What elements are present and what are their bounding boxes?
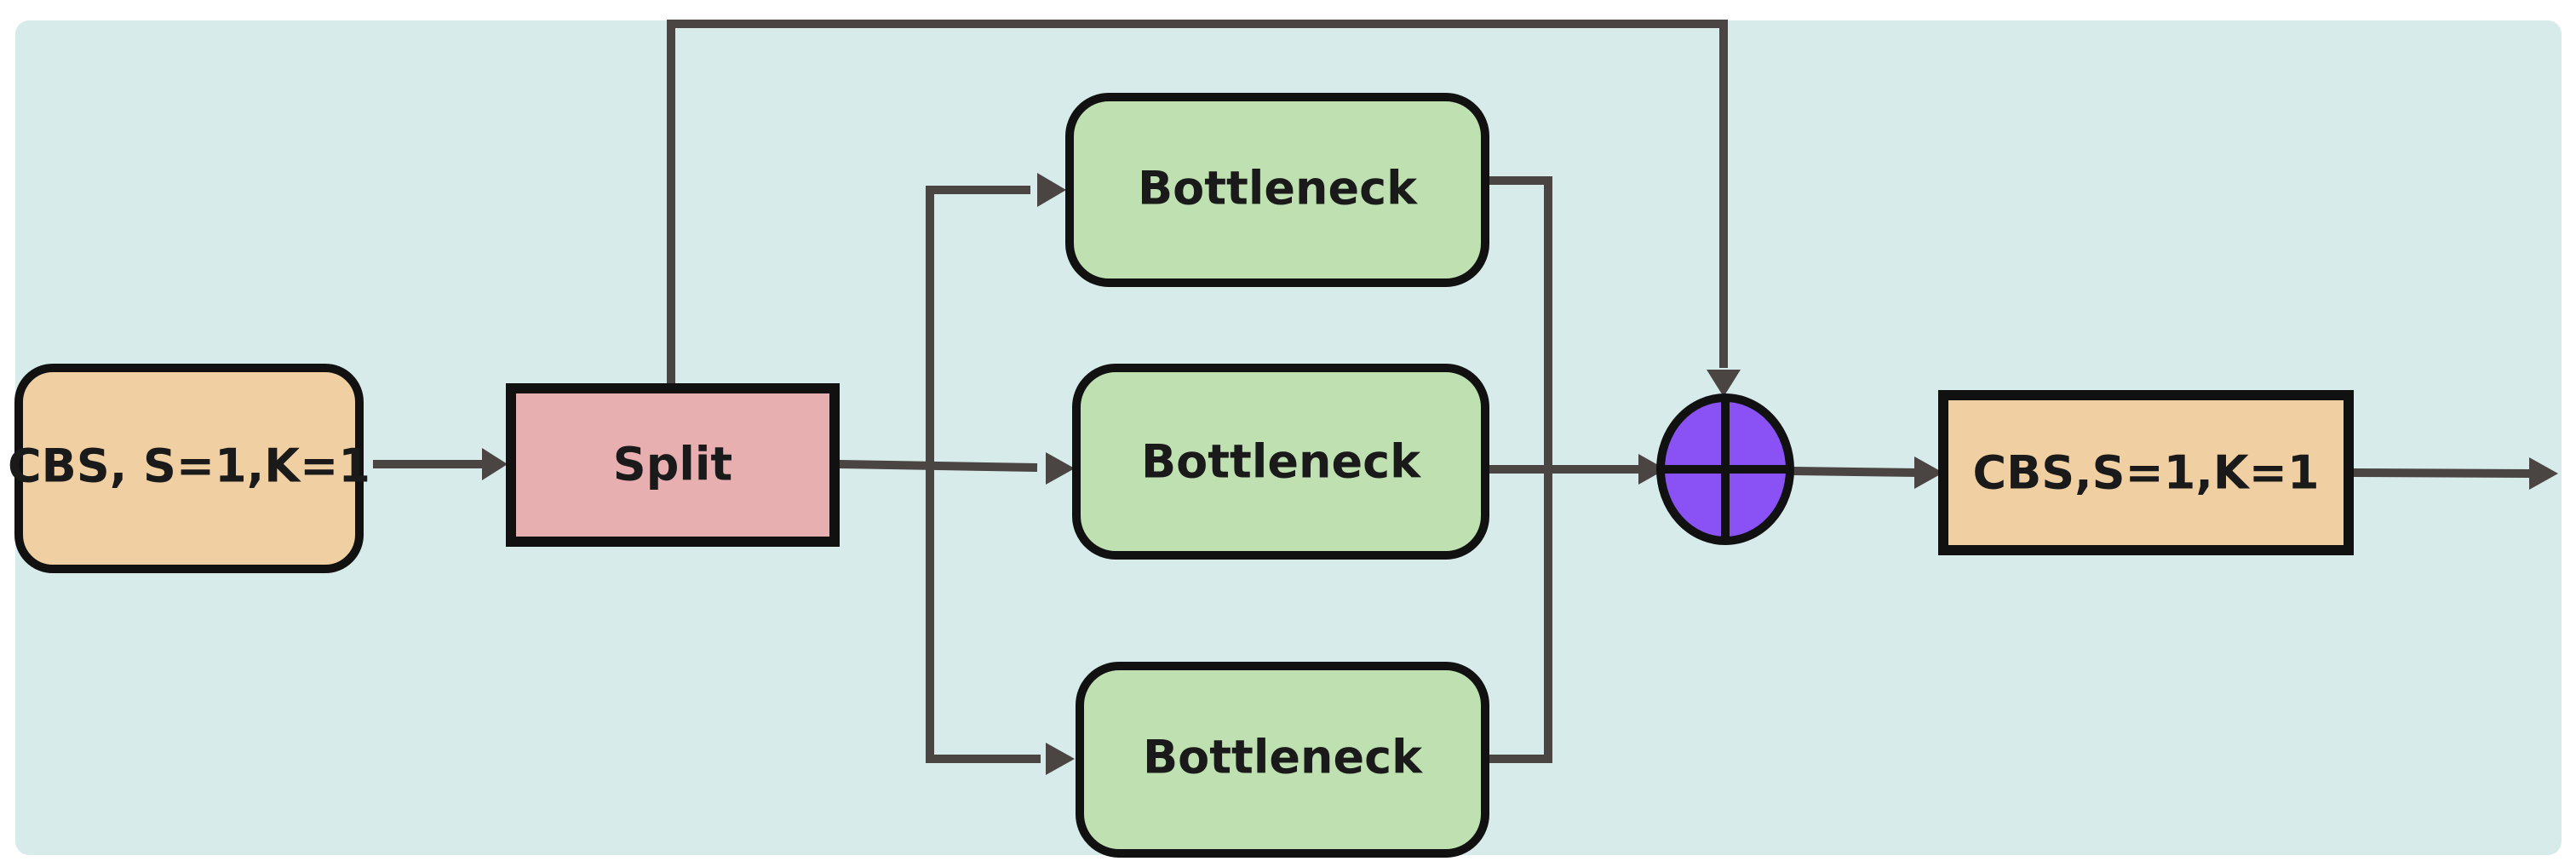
edge-add-to-cbs-out — [1793, 467, 1919, 477]
node-bottleneck-mid: Bottleneck — [1072, 364, 1489, 560]
cbs-out-label: CBS,S=1,K=1 — [1972, 446, 2319, 500]
node-bottleneck-top: Bottleneck — [1065, 93, 1489, 287]
edge-cbs-out-output — [2353, 468, 2532, 478]
node-split: Split — [506, 383, 840, 547]
edge-split-to-bottleneck-mid — [838, 460, 1038, 472]
arrowhead-bottleneck-mid-in — [1046, 452, 1075, 485]
arrowhead-cbs-out-in — [1914, 456, 1943, 489]
arrowhead-output — [2529, 457, 2558, 490]
split-label: Split — [613, 438, 732, 491]
arrowhead-bottleneck-bot-in — [1046, 743, 1075, 775]
bottleneck-bot-label: Bottleneck — [1143, 731, 1423, 784]
node-bottleneck-bot: Bottleneck — [1076, 662, 1489, 858]
edge-split-skip — [667, 20, 1728, 385]
node-cbs-in: CBS, S=1,K=1 — [8, 364, 370, 573]
connectors — [373, 20, 2558, 775]
edge-split-branch-top — [926, 186, 1030, 464]
edge-split-branch-bottom — [926, 464, 1041, 763]
arrowhead-add-skip-in — [1707, 370, 1741, 397]
add-operator — [1656, 393, 1794, 545]
cbs-in-label: CBS, S=1,K=1 — [8, 439, 370, 493]
arrowhead-add-in — [1638, 454, 1666, 485]
bottleneck-mid-label: Bottleneck — [1141, 435, 1421, 489]
node-cbs-out: CBS,S=1,K=1 — [1938, 390, 2354, 555]
arrowhead-split-in — [482, 448, 508, 480]
bottleneck-top-label: Bottleneck — [1138, 162, 1418, 215]
arrowhead-bottleneck-top-in — [1037, 173, 1066, 207]
